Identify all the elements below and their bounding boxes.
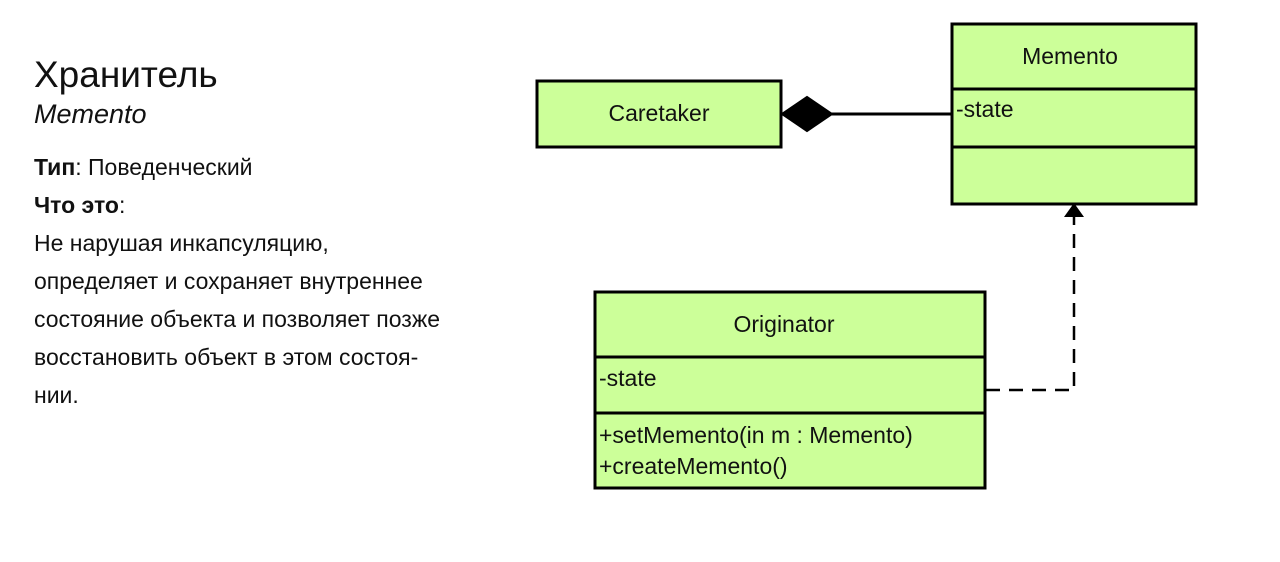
originator-name: Originator <box>734 311 835 337</box>
class-memento: Memento -state <box>950 22 1198 206</box>
what-is-it-line: Что это: <box>34 186 534 224</box>
originator-operation-set: +setMemento(in m : Memento) <box>599 422 913 448</box>
dependency-line <box>986 214 1076 392</box>
composition-diamond-icon <box>780 95 834 133</box>
dependency-arrowhead-icon <box>1064 203 1084 217</box>
caretaker-name: Caretaker <box>609 100 710 126</box>
memento-name: Memento <box>1022 43 1118 69</box>
pattern-subtitle: Memento <box>34 99 147 129</box>
what-label: Что это <box>34 192 119 218</box>
class-originator: Originator -state +setMemento(in m : Mem… <box>593 290 987 490</box>
memento-attribute: -state <box>956 96 1014 122</box>
pattern-title: Хранитель <box>34 54 218 95</box>
pattern-description: Не нарушая инкапсуляцию, определяет и со… <box>34 230 441 408</box>
pattern-type-line: Тип: Поведенческий <box>34 148 534 186</box>
originator-operation-create: +createMemento() <box>599 453 788 479</box>
originator-box <box>593 290 987 490</box>
originator-attribute: -state <box>599 365 657 391</box>
caretaker-box <box>535 79 783 149</box>
type-value: : Поведенческий <box>75 154 253 180</box>
type-label: Тип <box>34 154 76 180</box>
what-suffix: : <box>118 192 126 218</box>
pattern-description-panel: Хранитель Memento Тип: Поведенческий Что… <box>34 52 534 414</box>
class-caretaker: Caretaker <box>535 79 783 149</box>
memento-box <box>950 22 1198 206</box>
